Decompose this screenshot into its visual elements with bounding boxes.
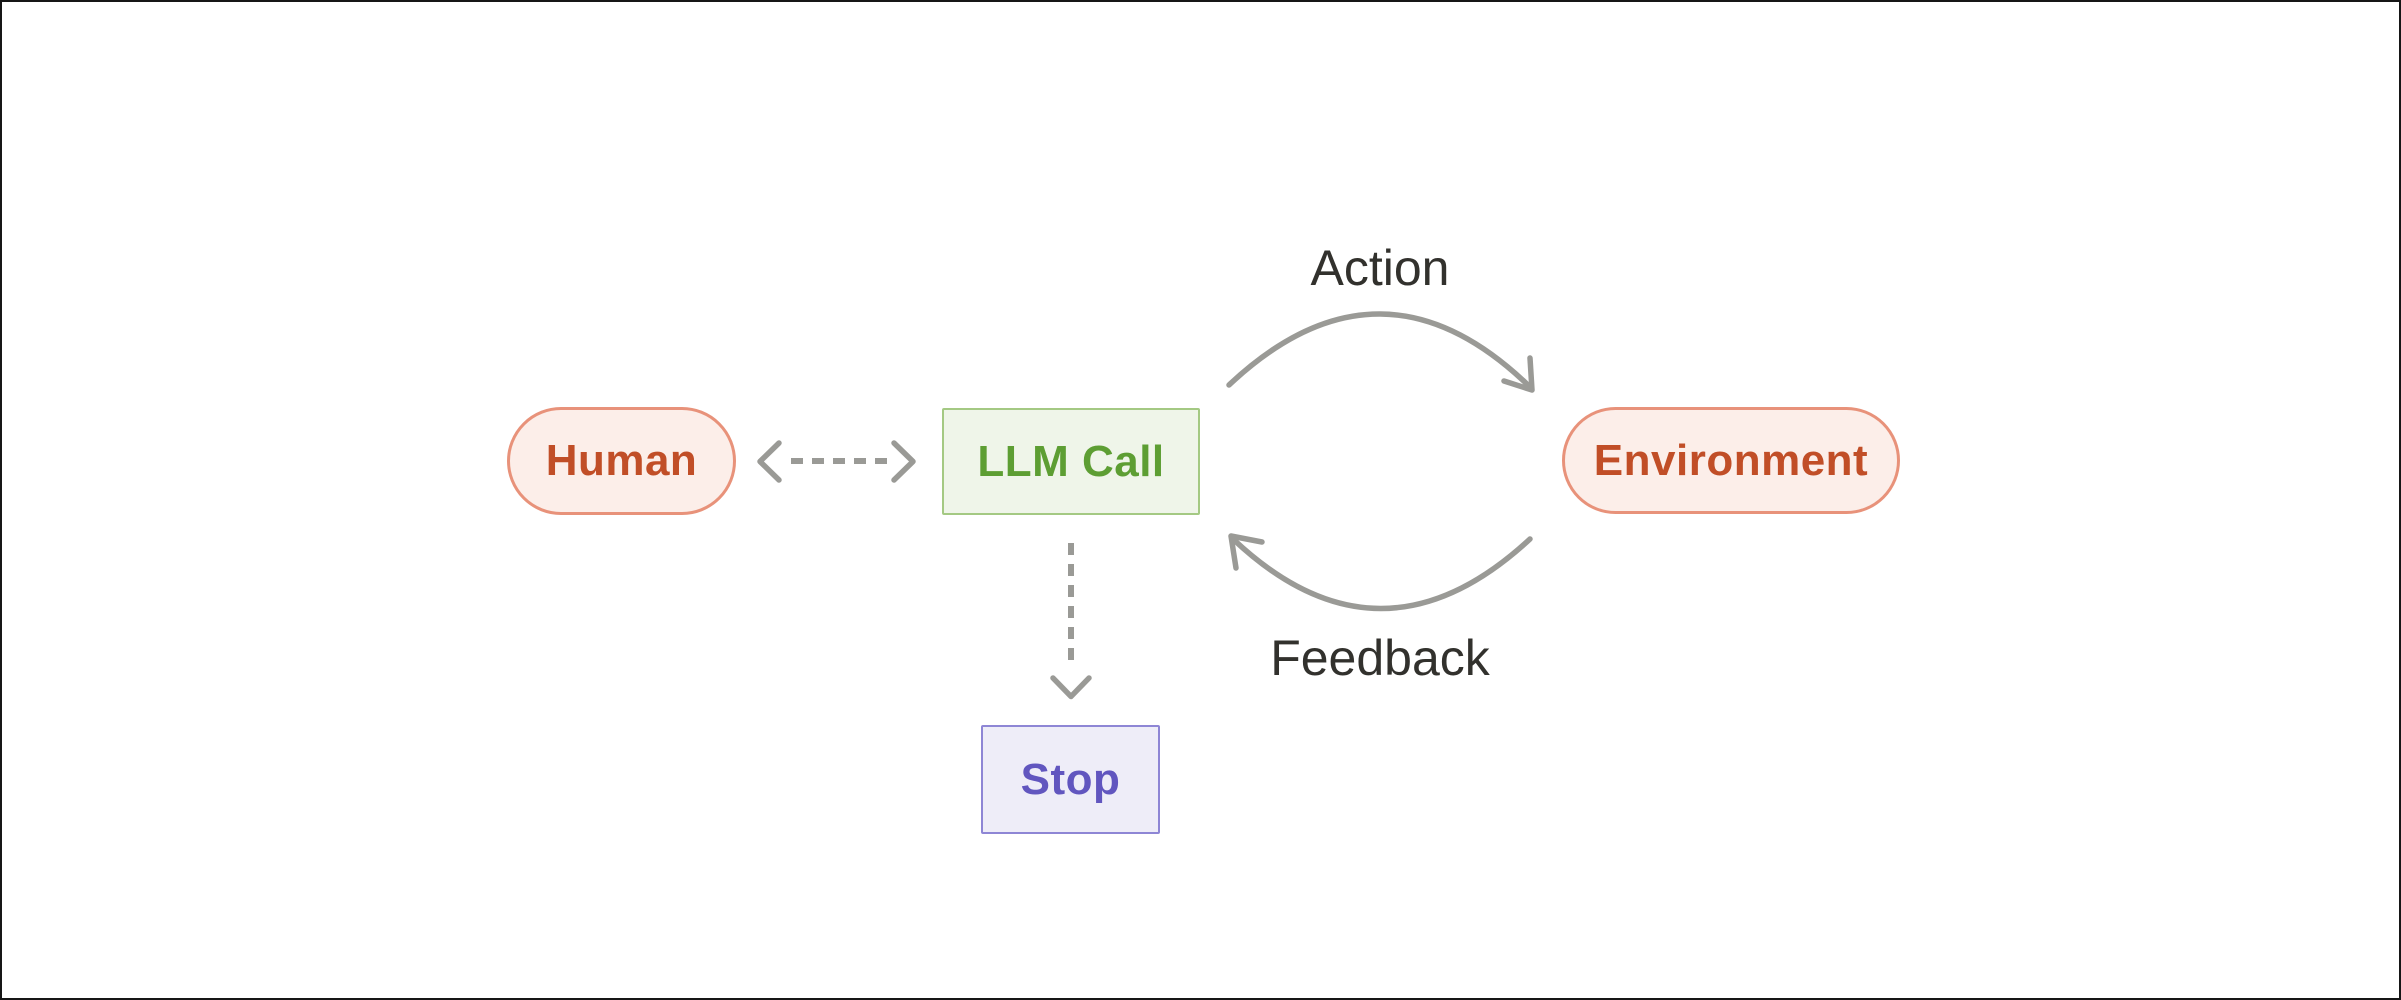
feedback-arrow	[1228, 533, 1533, 612]
node-environment-label: Environment	[1593, 435, 1869, 485]
node-llm-call: LLM Call	[942, 408, 1200, 515]
node-stop-label: Stop	[1020, 754, 1121, 804]
node-environment: Environment	[1562, 407, 1900, 514]
feedback-arrowhead-icon	[1228, 533, 1265, 571]
node-human-label: Human	[545, 436, 698, 485]
node-stop: Stop	[981, 725, 1160, 834]
node-human: Human	[507, 407, 736, 515]
left-chevron-arrowhead-icon	[757, 440, 782, 483]
right-chevron-arrowhead-icon	[891, 440, 916, 483]
llm-stop-dashed-arrow	[1050, 543, 1092, 700]
action-arrowhead-icon	[1501, 355, 1535, 393]
human-llm-dashed-arrow	[757, 440, 916, 483]
down-chevron-arrowhead-icon	[1050, 675, 1092, 700]
action-edge-label: Action	[1310, 240, 1450, 296]
node-llm-call-label: LLM Call	[977, 436, 1165, 486]
feedback-edge-label: Feedback	[1270, 630, 1490, 686]
action-arrow	[1226, 311, 1535, 393]
